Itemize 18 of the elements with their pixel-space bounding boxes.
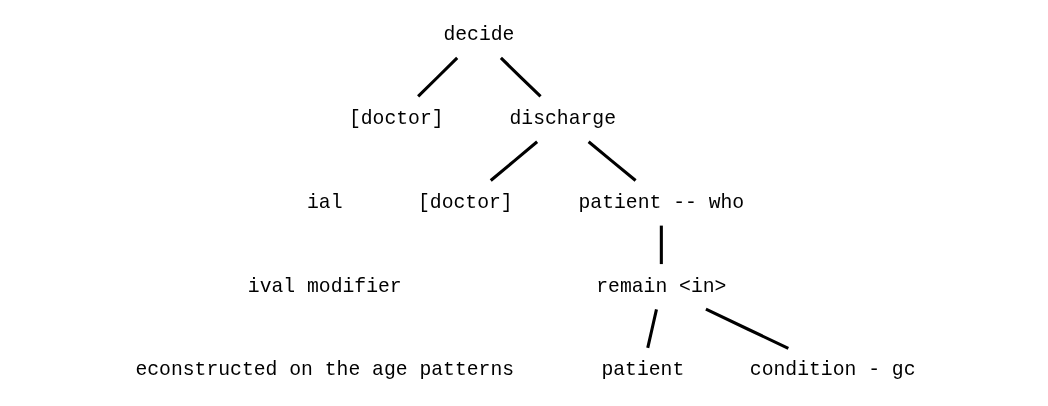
connector	[704, 307, 789, 350]
label: ival modifier	[247, 275, 402, 298]
connector	[499, 56, 542, 98]
node-text: discharge	[508, 107, 616, 130]
connector	[659, 225, 663, 265]
label: econstructed on the age patterns	[134, 359, 514, 382]
node-text: remain <in>	[595, 275, 726, 298]
label: ial	[306, 191, 343, 214]
connector	[489, 140, 538, 182]
node-text: patient	[600, 359, 684, 382]
node-text: [doctor]	[348, 107, 444, 130]
connector	[645, 309, 658, 349]
node-text: [doctor]	[417, 191, 513, 214]
connector	[416, 56, 458, 98]
node-text: condition - gc	[749, 359, 916, 382]
connector	[587, 140, 637, 182]
node-text: patient -- who	[578, 191, 744, 214]
node-text: decide	[442, 24, 514, 47]
